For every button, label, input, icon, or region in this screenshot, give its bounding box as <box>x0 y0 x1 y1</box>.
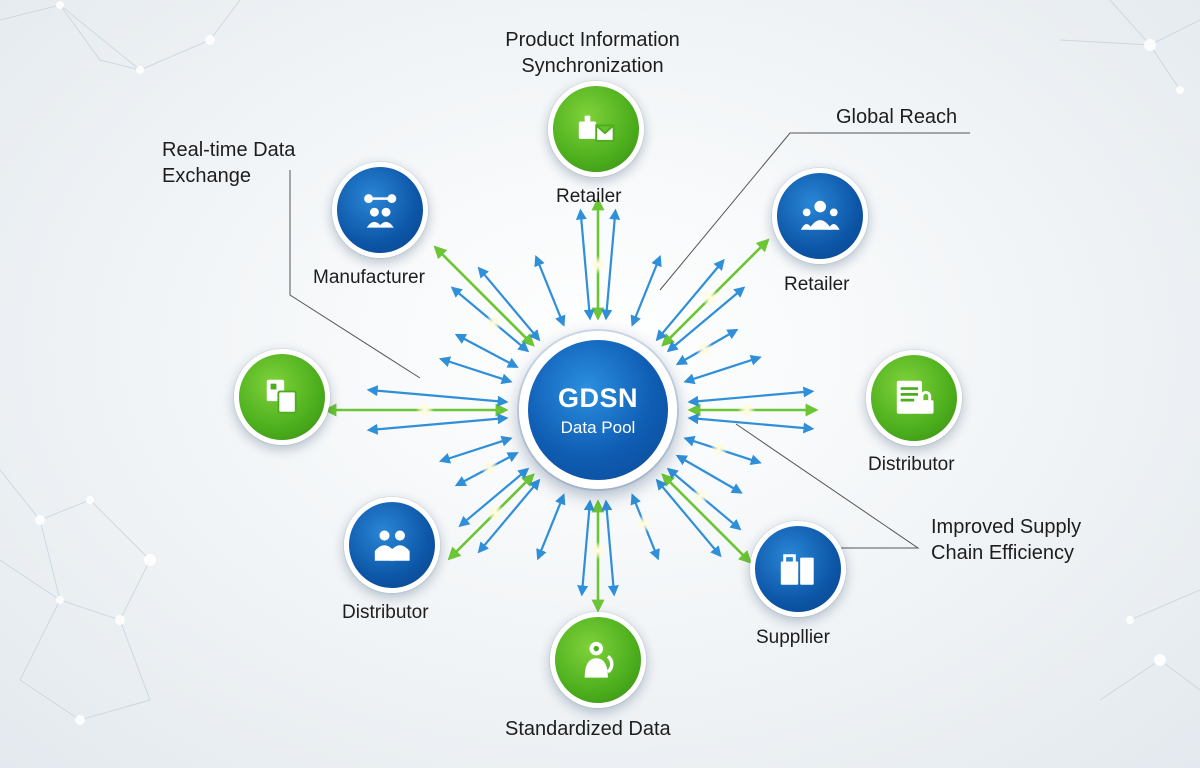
document-lock-icon <box>896 380 934 414</box>
callout-supply-chain-efficiency: Improved Supply Chain Efficiency <box>931 516 1082 564</box>
callout-realtime-exchange: Real-time Data Exchange <box>162 139 296 187</box>
arrow-glow-9 <box>589 541 607 560</box>
arrow-glow-33 <box>709 440 728 459</box>
flow-arrow-34 <box>438 356 513 385</box>
flow-arrow-8 <box>575 208 595 321</box>
flow-arrow-32 <box>683 354 762 385</box>
arrow-glow-12 <box>701 288 720 307</box>
label-right-distributor: Distributor <box>868 454 955 475</box>
node-manufacturer[interactable] <box>332 162 428 258</box>
arrow-glow-15 <box>695 339 714 358</box>
label-lower-distributor: Distributor <box>342 602 429 623</box>
flow-arrow-20 <box>661 473 752 564</box>
callout-standardized-data: Standardized Data <box>505 718 671 740</box>
flow-arrow-1 <box>687 386 815 407</box>
flow-arrow-16 <box>433 245 535 347</box>
people-icon <box>800 200 840 230</box>
label-top-retailer: Retailer <box>556 186 622 207</box>
node-bottom[interactable] <box>550 612 646 708</box>
node-upper-retailer[interactable] <box>772 168 868 264</box>
people-network-icon <box>363 193 397 228</box>
gdsn-hub[interactable]: GDSN Data Pool <box>519 331 677 489</box>
arrow-glow-30 <box>634 514 653 533</box>
label-upper-retailer: Retailer <box>784 274 850 295</box>
person-gear-icon <box>584 641 614 678</box>
arrow-glow-18 <box>484 313 503 332</box>
boxes-icon <box>780 554 814 585</box>
arrow-glow-24 <box>486 503 505 522</box>
flow-arrow-31 <box>536 493 566 561</box>
flow-arrow-11 <box>577 499 595 597</box>
node-right-distributor[interactable] <box>866 350 962 446</box>
arrow-glow-6 <box>589 255 607 274</box>
flow-arrow-19 <box>454 333 519 368</box>
flow-arrow-14 <box>655 258 725 342</box>
documents-icon <box>266 379 297 414</box>
flow-arrow-22 <box>655 478 722 558</box>
flow-arrow-29 <box>534 254 566 327</box>
node-top-retailer[interactable] <box>548 81 644 177</box>
node-lower-distributor[interactable] <box>344 497 440 593</box>
leader-line-global <box>659 132 970 291</box>
arrow-glow-3 <box>416 401 434 419</box>
two-people-icon <box>374 530 410 561</box>
leader-line-efficiency <box>735 423 920 549</box>
label-manufacturer: Manufacturer <box>313 267 425 288</box>
label-supplier: Suppllier <box>756 627 830 648</box>
node-left[interactable] <box>234 349 330 445</box>
flow-arrow-5 <box>366 385 509 407</box>
package-envelope-icon <box>578 115 615 142</box>
arrow-glow-0 <box>737 401 756 419</box>
arrow-glow-27 <box>480 458 499 477</box>
flow-arrow-28 <box>630 254 662 327</box>
callout-product-info-sync: Product Information Synchronization <box>505 29 680 77</box>
flow-arrow-10 <box>601 499 619 597</box>
flow-arrow-7 <box>601 208 621 321</box>
node-supplier[interactable] <box>750 521 846 617</box>
arrow-glow-21 <box>691 487 710 506</box>
flow-arrow-35 <box>438 435 513 464</box>
flow-arrow-4 <box>366 413 509 435</box>
hub-title: GDSN <box>557 382 638 413</box>
callout-global-reach: Global Reach <box>836 106 958 128</box>
flow-arrow-23 <box>675 454 743 494</box>
leader-line-realtime <box>289 170 421 379</box>
hub-subtitle: Data Pool <box>560 417 636 437</box>
flow-arrow-2 <box>687 413 815 434</box>
